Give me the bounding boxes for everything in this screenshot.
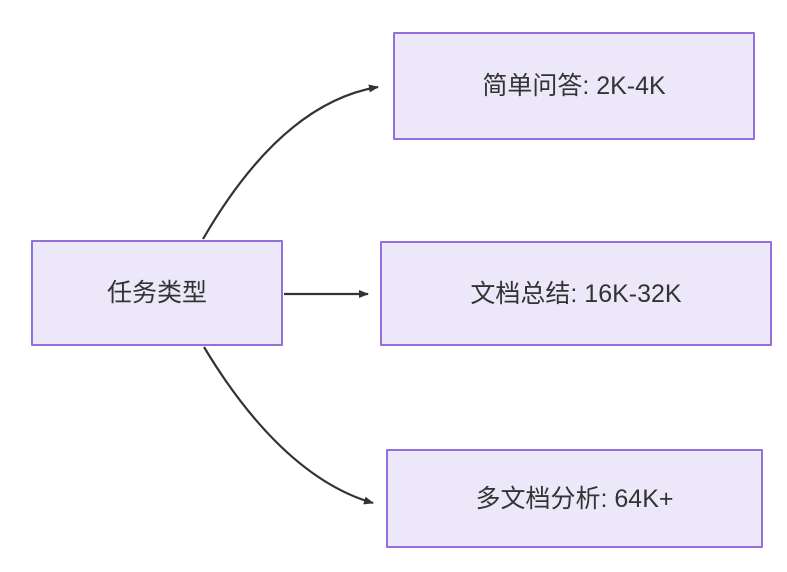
node-task-type-label: 任务类型: [106, 279, 207, 307]
edge-source-to-simple-qa: [202, 84, 379, 240]
node-multi-doc-label: 多文档分析: 64K+: [475, 484, 674, 513]
node-doc-summary[interactable]: 文档总结: 16K-32K: [380, 241, 772, 346]
node-simple-qa-label: 简单问答: 2K-4K: [482, 72, 666, 100]
node-multi-doc[interactable]: 多文档分析: 64K+: [386, 449, 763, 548]
node-task-type[interactable]: 任务类型: [31, 240, 283, 346]
edge-source-to-multi-doc: [203, 346, 374, 505]
node-doc-summary-label: 文档总结: 16K-32K: [470, 279, 682, 308]
node-simple-qa[interactable]: 简单问答: 2K-4K: [393, 32, 755, 140]
